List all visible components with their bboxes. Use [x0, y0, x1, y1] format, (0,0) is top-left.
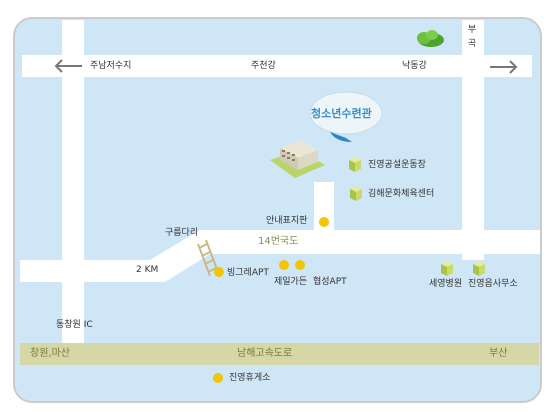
marker-icon — [213, 373, 223, 383]
marker-icon — [279, 260, 289, 270]
label-apt1: 빙그레APT — [227, 268, 269, 278]
label-route14: 14번국도 — [258, 236, 299, 247]
right-vertical-road — [462, 20, 484, 260]
building-icon — [270, 140, 325, 178]
label-rest-area: 진영휴게소 — [229, 373, 271, 383]
cube-icon — [350, 186, 362, 201]
label-culture-center: 김해문화체육센터 — [368, 189, 435, 199]
label-busan: 부산 — [489, 348, 508, 359]
lower-left-road — [20, 260, 165, 282]
label-jucheon-river: 주천강 — [251, 61, 276, 71]
diagonal-road — [150, 230, 210, 282]
label-office: 진영읍사무소 — [468, 279, 518, 289]
speech-bubble — [309, 91, 383, 142]
center-vertical-road — [314, 182, 334, 232]
highway-band — [20, 343, 539, 365]
label-ic: 동창원 IC — [56, 320, 93, 330]
cube-icon — [441, 261, 453, 276]
arrow-left-icon — [54, 59, 82, 73]
hill-icon — [417, 30, 444, 47]
label-nakdong-river: 낙동강 — [402, 61, 427, 71]
label-apt3: 협성APT — [313, 277, 347, 287]
bridge-icon — [197, 239, 219, 277]
marker-icon — [319, 217, 329, 227]
marker-icon — [214, 267, 224, 277]
map-land — [13, 17, 542, 403]
route14-road — [200, 230, 540, 254]
label-changwon-masan: 창원,마산 — [30, 348, 70, 359]
cube-icon — [349, 157, 361, 172]
label-namhae-expressway: 남해고속도로 — [237, 348, 293, 359]
cube-icon — [473, 261, 485, 276]
label-stadium: 진영공설운동장 — [368, 160, 426, 170]
label-distance: 2 KM — [136, 265, 159, 275]
label-junam-reservoir: 주남저수지 — [90, 61, 132, 71]
label-sign: 안내표지판 — [266, 216, 308, 226]
label-youth-center: 청소년수련관 — [311, 107, 372, 120]
label-bridge: 구름다리 — [165, 228, 199, 238]
top-road — [22, 55, 532, 77]
marker-icon — [295, 260, 305, 270]
arrow-right-icon — [490, 60, 518, 74]
label-hospital: 세영병원 — [429, 279, 463, 289]
label-apt2: 제일가든 — [274, 277, 308, 287]
left-vertical-road — [62, 20, 84, 346]
